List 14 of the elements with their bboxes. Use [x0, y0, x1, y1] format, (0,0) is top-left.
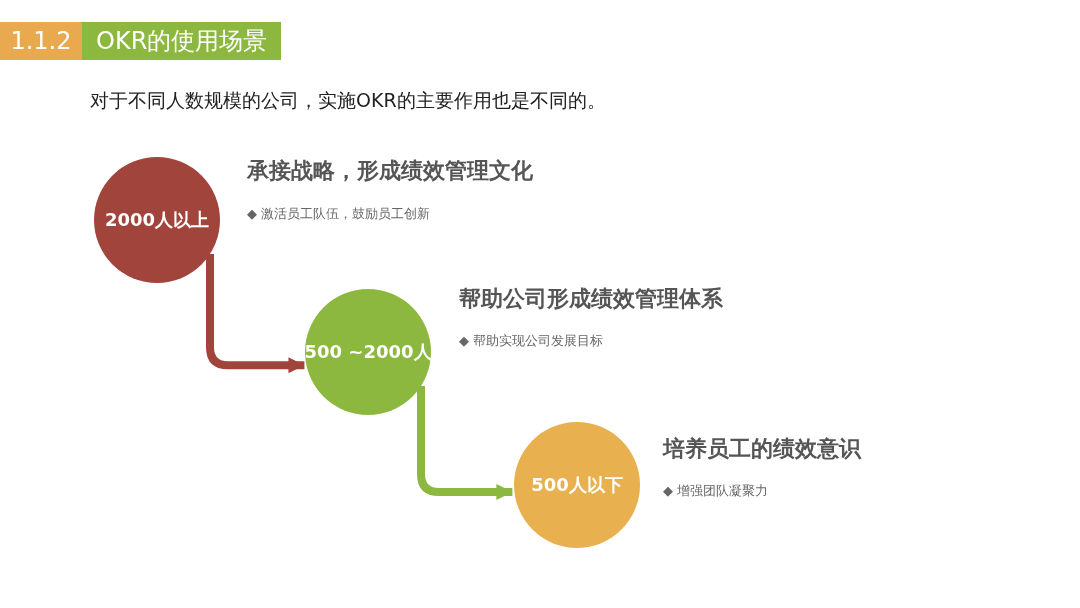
section-number: 1.1.2: [0, 22, 82, 60]
bullet-text: ◆ 帮助实现公司发展目标: [459, 332, 604, 350]
heading: 帮助公司形成绩效管理体系: [459, 285, 723, 313]
circle-node: 500人以下: [514, 422, 640, 548]
heading: 承接战略，形成绩效管理文化: [247, 157, 533, 185]
arrow: [417, 386, 513, 500]
arrow: [206, 254, 305, 374]
circle-node: 2000人以上: [94, 157, 220, 283]
title-banner: OKR的使用场景: [82, 22, 282, 60]
circle-node: 500 ~2000人: [305, 289, 431, 415]
bullet-text: ◆ 增强团队凝聚力: [663, 482, 769, 500]
bullet-text: ◆ 激活员工队伍，鼓励员工创新: [247, 205, 431, 223]
subtitle: 对于不同人数规模的公司，实施OKR的主要作用也是不同的。: [90, 88, 606, 113]
heading: 培养员工的绩效意识: [663, 435, 861, 463]
